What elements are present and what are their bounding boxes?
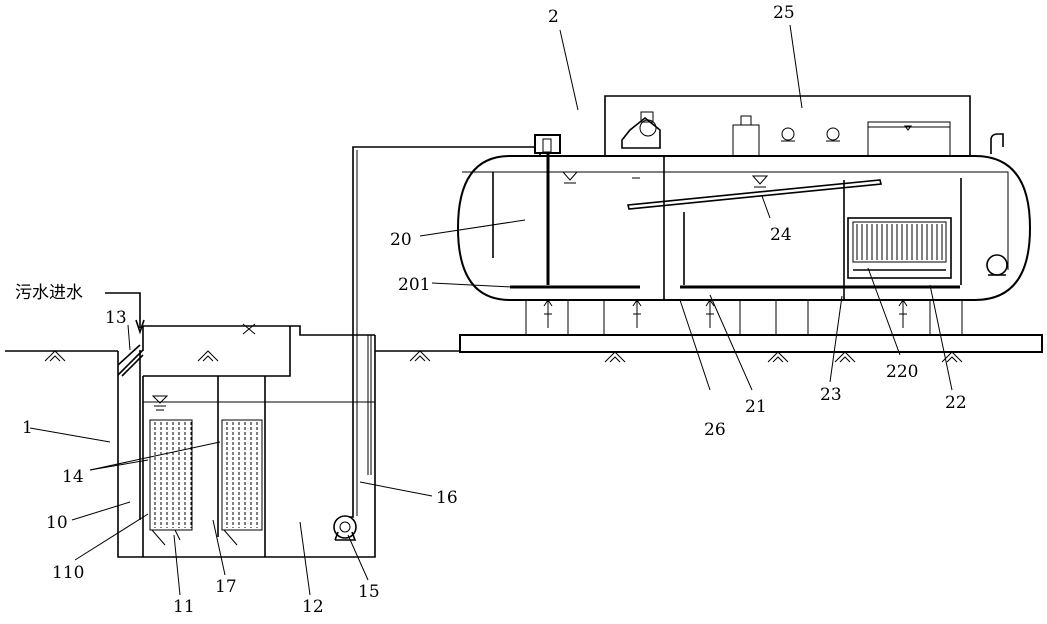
label-24: 24 <box>770 225 792 245</box>
membrane-module <box>149 419 263 531</box>
membrane-unit <box>847 217 952 279</box>
label-17: 17 <box>215 577 237 597</box>
label-1: 1 <box>22 418 33 438</box>
inlet-label: 污水进水 <box>15 283 83 303</box>
label-15: 15 <box>358 582 380 602</box>
lift-pump <box>333 515 357 541</box>
label-26: 26 <box>704 420 726 440</box>
label-2: 2 <box>548 7 559 27</box>
label-21: 21 <box>745 397 767 417</box>
label-220: 220 <box>886 362 918 382</box>
base-platform <box>459 334 1043 353</box>
membrane-fibers <box>154 422 258 528</box>
ground <box>5 334 1043 363</box>
label-25: 25 <box>773 3 795 23</box>
label-16: 16 <box>436 488 458 508</box>
label-110: 110 <box>52 563 84 583</box>
tilted-plate <box>626 179 883 210</box>
cylindrical-vessel <box>456 134 1032 335</box>
equipment-room <box>604 95 1004 157</box>
label-201: 201 <box>398 275 430 295</box>
label-20: 20 <box>390 230 412 250</box>
label-13: 13 <box>105 308 127 328</box>
inlet-pipe <box>105 292 141 328</box>
label-14: 14 <box>62 467 84 487</box>
underground-tank <box>105 146 541 558</box>
leader-lines <box>29 24 953 596</box>
label-23: 23 <box>820 385 842 405</box>
label-10: 10 <box>46 513 68 533</box>
label-22: 22 <box>945 393 967 413</box>
label-11: 11 <box>173 597 195 617</box>
label-12: 12 <box>302 597 324 617</box>
